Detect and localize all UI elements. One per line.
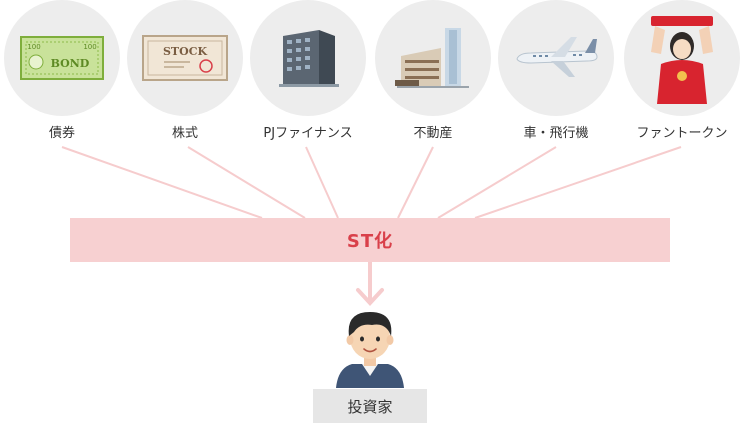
investor-label: 投資家 xyxy=(347,397,393,416)
asset-bond: BOND 100 100 債券 xyxy=(4,0,120,141)
asset-fan-token: ファントークン xyxy=(624,0,740,141)
asset-circle xyxy=(250,0,366,116)
asset-circle xyxy=(375,0,491,116)
investor-label-box: 投資家 xyxy=(313,389,427,423)
connector-line-fantoken xyxy=(474,146,682,219)
svg-text:100: 100 xyxy=(83,43,96,51)
asset-stock: STOCK 株式 xyxy=(127,0,243,141)
svg-text:BOND: BOND xyxy=(51,57,90,70)
asset-pj-finance: PJファイナンス xyxy=(250,0,366,141)
asset-label-fan-token: ファントークン xyxy=(636,126,728,141)
fan-supporter-icon xyxy=(651,16,713,104)
arrow-head-icon xyxy=(356,288,384,306)
svg-text:STOCK: STOCK xyxy=(163,45,207,58)
connector-line-bond xyxy=(61,146,263,219)
asset-label-real-estate: 不動産 xyxy=(413,126,453,141)
connector-line-stock xyxy=(187,146,306,219)
st-conversion-band: ST化 xyxy=(70,218,670,262)
connector-line-realestate xyxy=(397,146,434,219)
st-conversion-label: ST化 xyxy=(346,231,394,252)
asset-label-bond: 債券 xyxy=(48,126,75,141)
connector-line-pj xyxy=(305,146,339,219)
asset-real-estate: 不動産 xyxy=(375,0,491,141)
asset-circle xyxy=(498,0,614,116)
asset-label-pj-finance: PJファイナンス xyxy=(263,126,353,141)
asset-circle xyxy=(624,0,740,116)
bond-certificate-icon: BOND 100 100 xyxy=(20,36,104,80)
asset-circle: BOND 100 100 xyxy=(4,0,120,116)
svg-text:100: 100 xyxy=(27,43,40,51)
asset-label-stock: 株式 xyxy=(171,126,198,141)
asset-circle: STOCK xyxy=(127,0,243,116)
asset-vehicle-airplane: 車・飛行機 xyxy=(498,0,614,141)
connector-line-vehicle xyxy=(437,146,557,219)
real-estate-buildings-icon xyxy=(395,28,469,88)
airplane-icon xyxy=(516,37,598,77)
stock-certificate-icon: STOCK xyxy=(142,35,228,81)
asset-label-vehicle-airplane: 車・飛行機 xyxy=(523,126,589,141)
office-building-icon xyxy=(279,30,339,87)
